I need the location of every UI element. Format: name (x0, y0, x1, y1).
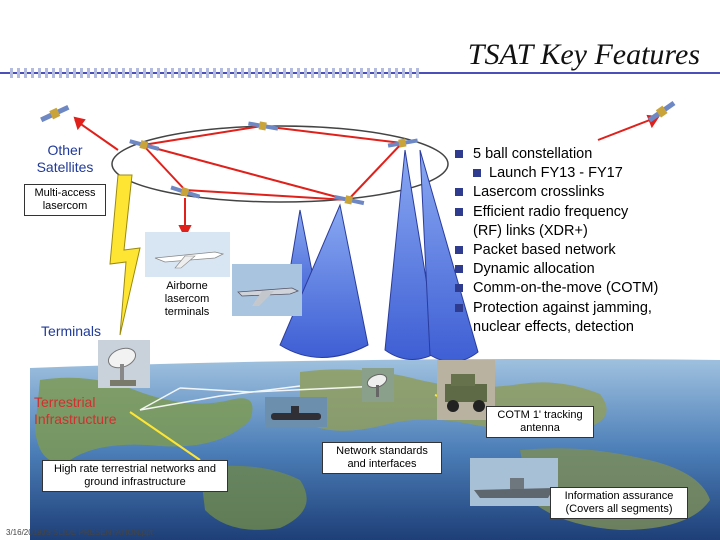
airborne-label: Airborne lasercom terminals (164, 280, 210, 318)
bullet-square-icon (455, 303, 463, 312)
vehicle-photo (437, 360, 495, 420)
feature-item: (RF) links (XDR+) (455, 222, 715, 241)
feature-text: nuclear effects, detection (473, 318, 634, 335)
feature-item: 5 ball constellation (455, 145, 715, 164)
satellite-icon (647, 100, 676, 123)
feature-item: Lasercom crosslinks (455, 183, 715, 202)
feature-item: Comm-on-the-move (COTM) (455, 279, 715, 298)
bullet-square-icon (455, 246, 463, 255)
satellite-icon (129, 139, 160, 151)
feature-text: (RF) links (XDR+) (473, 222, 588, 239)
high-rate-label: High rate terrestrial networks and groun… (42, 460, 228, 492)
feature-text: Launch FY13 - FY17 (489, 165, 623, 182)
feature-text: Comm-on-the-move (COTM) (473, 280, 659, 297)
cotm-label: COTM 1' tracking antenna (486, 406, 594, 438)
ship-photo (470, 458, 558, 506)
crosslink-2 (261, 125, 403, 144)
orbit-ring (111, 125, 449, 203)
multi-access-label: Multi-access lasercom (24, 184, 106, 216)
header-accent-bar (0, 68, 720, 78)
feature-text: 5 ball constellation (473, 146, 593, 162)
satellite-icon (248, 121, 279, 131)
feature-item: Efficient radio frequency (455, 203, 715, 222)
aircraft-photo-1 (145, 232, 230, 277)
info-assurance-label: Information assurance (Covers all segmen… (550, 487, 688, 519)
satellite-icon (334, 194, 365, 206)
bullet-square-icon (455, 207, 463, 216)
crosslink-3 (142, 144, 186, 191)
aircraft-photo-2 (232, 264, 302, 316)
feature-text: Efficient radio frequency (473, 203, 629, 220)
bullet-square-icon (473, 169, 481, 178)
feature-text: Lasercom crosslinks (473, 184, 605, 201)
dish-antenna-photo-1 (98, 340, 150, 388)
terrestrial-label: Terrestrial Infrastructure (34, 394, 117, 427)
bullet-square-icon (455, 284, 463, 293)
terminals-label: Terminals (41, 323, 101, 339)
dish-antenna-photo-2 (362, 368, 394, 402)
slide-footer: 3/16/2019JS SLIDE PRESENTATION.ppt (6, 528, 153, 537)
rf-beam-2 (279, 203, 369, 358)
feature-item: Protection against jamming, (455, 299, 715, 318)
feature-text: Dynamic allocation (473, 261, 595, 278)
satellite-icon (40, 104, 70, 123)
satellite-icon (387, 138, 418, 148)
crosslink-6 (142, 144, 349, 201)
feature-item: nuclear effects, detection (455, 318, 715, 337)
lightning-bolt (109, 174, 141, 336)
feature-item: Launch FY13 - FY17 (455, 164, 715, 183)
bullet-square-icon (455, 150, 463, 158)
submarine-photo (265, 397, 327, 427)
crosslink-5 (347, 142, 403, 201)
crosslink-4 (184, 189, 349, 201)
other-satellites-label: Other Satellites (36, 142, 94, 175)
feature-item: Dynamic allocation (455, 260, 715, 279)
crosslink-other-left (74, 119, 119, 151)
feature-item: Packet based network (455, 241, 715, 260)
bullet-square-icon (455, 265, 463, 274)
feature-text: Packet based network (473, 242, 616, 259)
network-standards-label: Network standards and interfaces (322, 442, 442, 474)
satellite-icon (170, 185, 201, 199)
crosslink-1 (142, 125, 263, 146)
bullet-square-icon (455, 188, 463, 197)
crosslink-other-right (597, 117, 656, 141)
slide-title: TSAT Key Features (467, 38, 700, 71)
feature-text: Protection against jamming, (473, 299, 652, 316)
